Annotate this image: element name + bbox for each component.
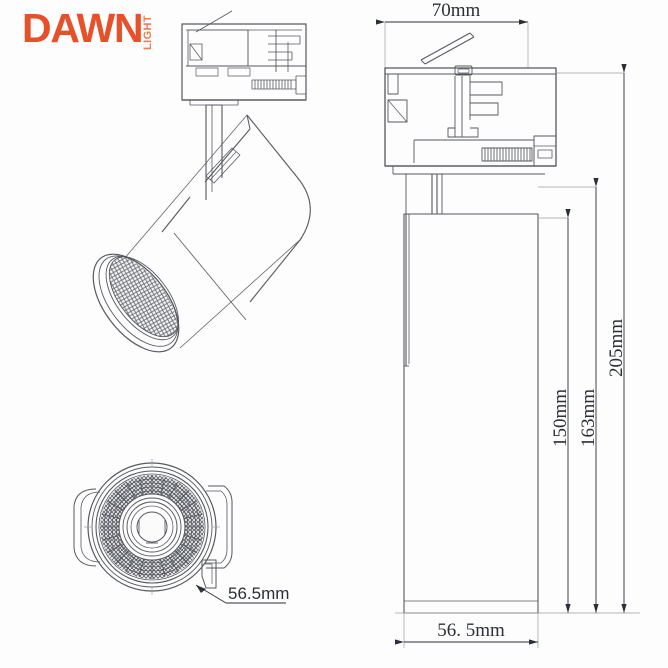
elevation-view	[376, 19, 640, 648]
elevation-stem	[405, 173, 443, 215]
dim-label-70mm: 70mm	[432, 0, 481, 21]
dim-label-bottom-56-5mm: 56. 5mm	[437, 620, 505, 641]
dim-height-205mm	[556, 64, 627, 613]
elevation-body	[403, 213, 539, 614]
dim-height-163mm	[538, 178, 599, 613]
dim-bottom-56-5mm	[395, 613, 539, 648]
dim-height-150mm	[538, 209, 571, 613]
dim-label-150mm: 150mm	[550, 389, 571, 447]
dim-label-205mm: 205mm	[606, 319, 627, 377]
bottom-view	[73, 459, 286, 604]
perspective-view	[92, 10, 311, 353]
elevation-track-adapter	[384, 32, 557, 175]
perspective-track-adapter	[181, 23, 307, 106]
perspective-stem	[205, 104, 223, 200]
diameter-callout-leader	[195, 584, 286, 604]
logo-wordmark: DAWN	[22, 5, 144, 51]
brand-logo: DAWN LIGHT	[22, 5, 154, 51]
dim-label-163mm: 163mm	[578, 389, 599, 447]
perspective-body	[92, 114, 311, 353]
dim-width-70mm	[376, 19, 529, 68]
dim-label-diameter-56-5mm: 56.5mm	[228, 584, 289, 603]
